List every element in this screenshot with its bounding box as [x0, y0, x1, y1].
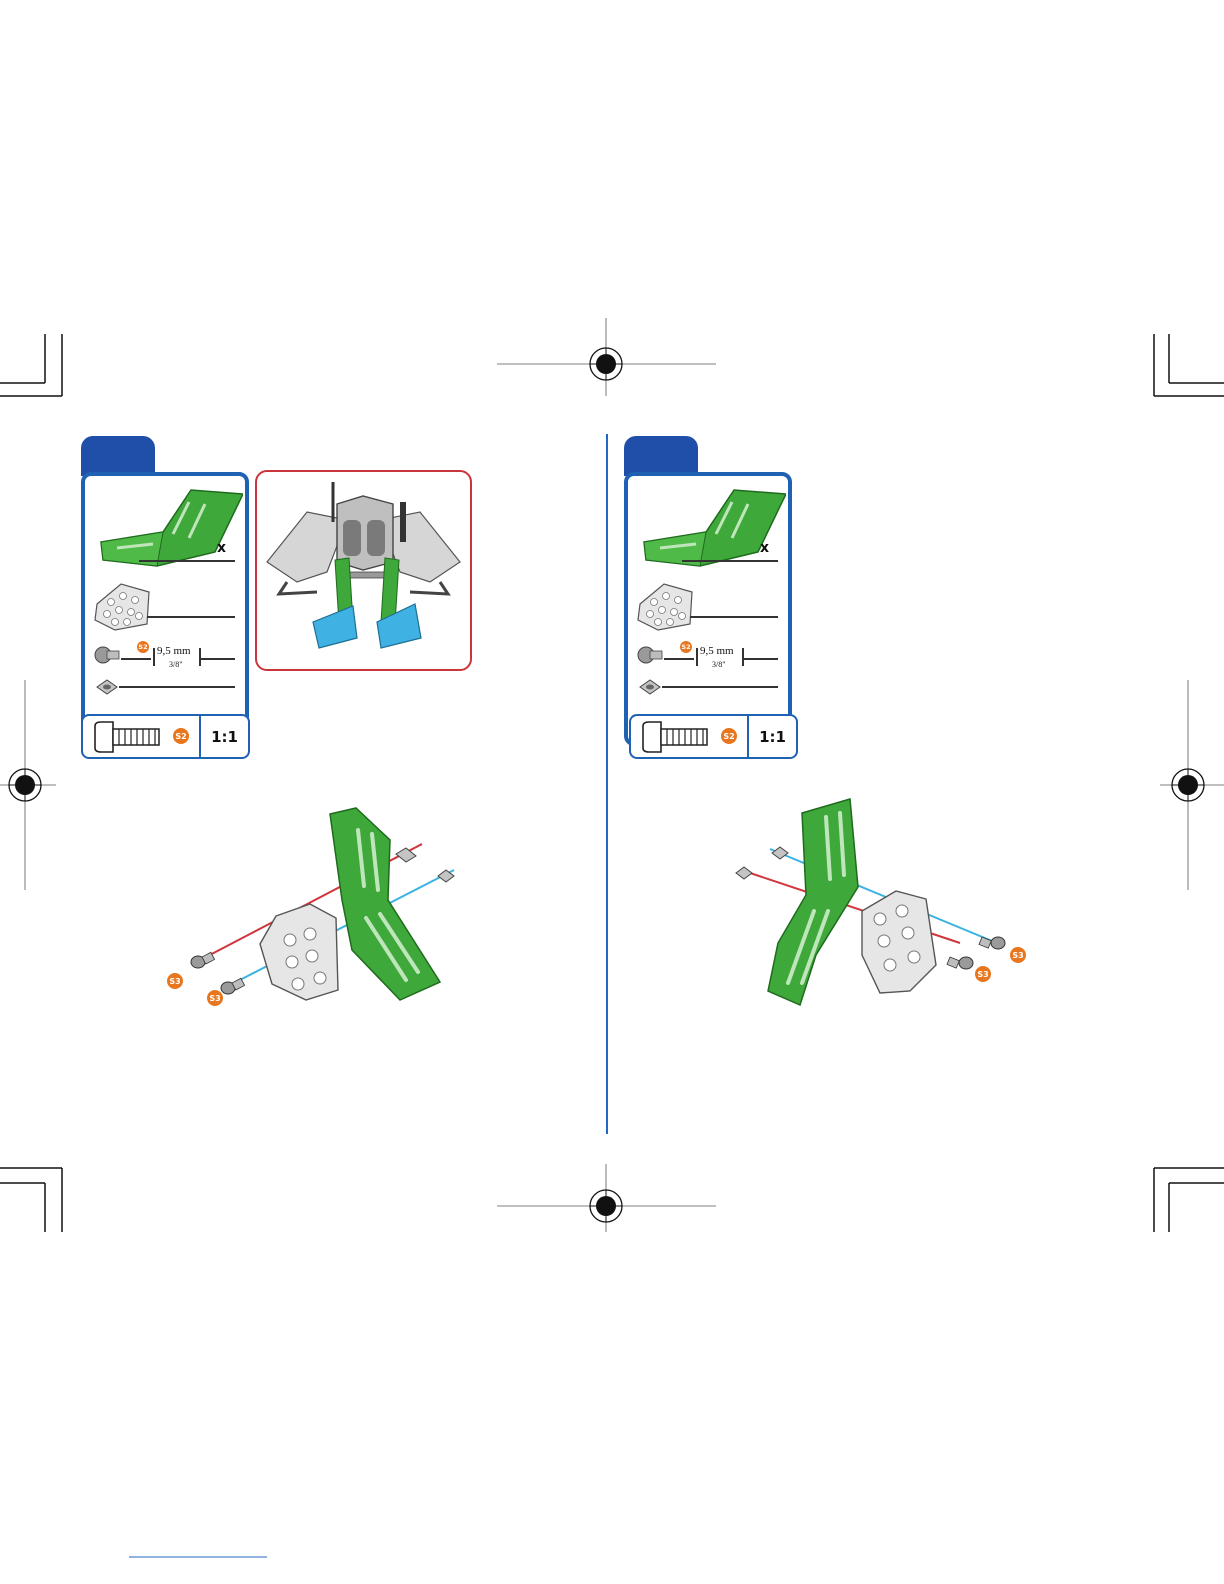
screw-icon	[636, 644, 666, 666]
registration-target-icon	[590, 348, 622, 380]
quantity-line	[139, 560, 235, 562]
scale-ratio: 1:1	[201, 716, 248, 757]
square-nut-icon	[772, 847, 788, 859]
quantity-line	[744, 658, 778, 660]
registration-target-icon	[1172, 769, 1204, 801]
green-bent-plate	[93, 482, 243, 572]
quantity-line	[662, 686, 778, 688]
quantity-marker: x	[760, 540, 769, 556]
crop-mark-icon	[1154, 1168, 1224, 1232]
measure-tick	[696, 648, 698, 666]
screw-length-inch: 3/8"	[169, 660, 183, 669]
square-nut-icon	[638, 678, 662, 696]
left-exploded-assembly	[160, 800, 470, 1020]
screw-icon	[91, 720, 163, 754]
screw-icon	[191, 952, 215, 968]
screw-icon	[947, 957, 973, 969]
step-tab	[624, 436, 698, 476]
screw-icon	[221, 978, 245, 994]
measure-tick	[199, 648, 201, 666]
square-nut-icon	[396, 848, 416, 862]
square-nut-icon	[736, 867, 752, 879]
screw-code-badge: S2	[721, 728, 737, 744]
screw-icon	[639, 720, 711, 754]
fastener-code-badge: S3	[167, 973, 183, 989]
gray-bracket	[93, 580, 153, 632]
parts-inventory-box: x S2 9,5 mm 3/8"	[81, 472, 249, 746]
registration-target-icon	[9, 769, 41, 801]
quantity-line	[682, 560, 778, 562]
screw-length-inch: 3/8"	[712, 660, 726, 669]
screw-length-mm: 9,5 mm	[700, 645, 734, 657]
screw-leader-line	[121, 658, 151, 660]
screw-leader-line	[664, 658, 694, 660]
crop-mark-icon	[1154, 334, 1224, 396]
crop-mark-icon	[0, 334, 62, 396]
screw-icon	[979, 937, 1005, 949]
fastener-code-badge: S3	[1010, 947, 1026, 963]
fastener-code-badge: S3	[207, 990, 223, 1006]
parts-inventory-box: x S2 9,5 mm 3/8"	[624, 472, 792, 746]
right-exploded-assembly	[730, 795, 1040, 1015]
robot-model-image	[257, 472, 470, 669]
green-bent-plate	[636, 482, 786, 572]
screw-scale-box: S2 1:1	[629, 714, 798, 759]
screw-code-badge: S2	[173, 728, 189, 744]
measure-tick	[742, 648, 744, 666]
robot-reference-photo	[255, 470, 472, 671]
screw-icon	[93, 644, 123, 666]
scale-ratio: 1:1	[749, 716, 796, 757]
crop-mark-icon	[0, 1168, 62, 1232]
screw-length-mm: 9,5 mm	[157, 645, 191, 657]
quantity-line	[119, 686, 235, 688]
gray-bracket	[636, 580, 696, 632]
measure-tick	[153, 648, 155, 666]
quantity-line	[690, 616, 778, 618]
screw-code-badge: S2	[137, 641, 149, 653]
quantity-line	[147, 616, 235, 618]
quantity-line	[201, 658, 235, 660]
screw-scale-box: S2 1:1	[81, 714, 250, 759]
screw-code-badge: S2	[680, 641, 692, 653]
square-nut-icon	[95, 678, 119, 696]
fastener-code-badge: S3	[975, 966, 991, 982]
quantity-marker: x	[217, 540, 226, 556]
registration-target-icon	[590, 1190, 622, 1222]
step-tab	[81, 436, 155, 476]
